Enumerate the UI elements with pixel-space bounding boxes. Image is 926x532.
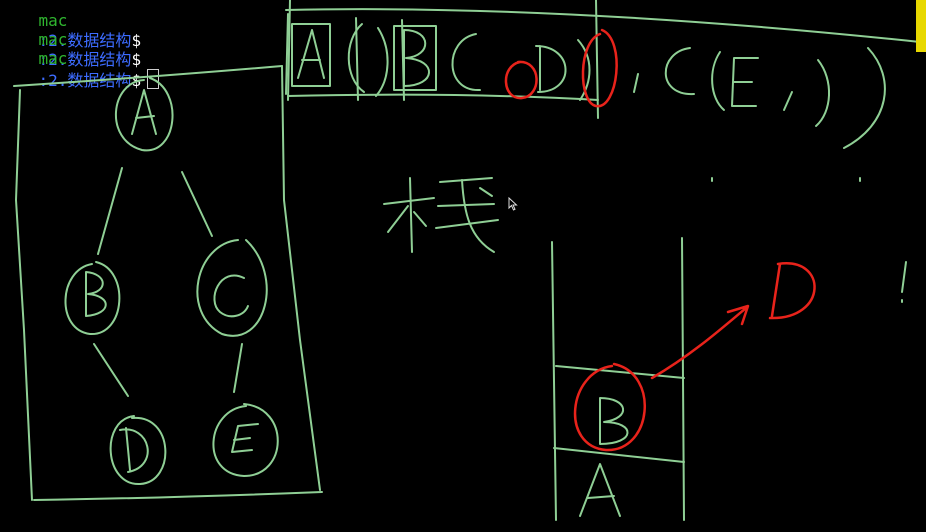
tree-node-b bbox=[64, 261, 121, 336]
tree-node-e bbox=[212, 403, 279, 477]
prompt-path: :2.数据结构 bbox=[38, 50, 132, 69]
pop-arrow-icon bbox=[650, 304, 750, 380]
tree-node-a bbox=[115, 77, 174, 152]
terminal-line: mac :2.数据结构$ bbox=[0, 0, 142, 71]
tree-node-c bbox=[196, 239, 268, 337]
tree-node-d bbox=[109, 415, 167, 486]
expression-text bbox=[291, 23, 886, 149]
comma-highlight bbox=[504, 60, 538, 100]
prompt-symbol: $ bbox=[131, 31, 142, 50]
window-edge-highlight bbox=[916, 0, 926, 52]
tree-frame bbox=[13, 65, 323, 501]
mouse-pointer-icon bbox=[508, 197, 518, 211]
prompt-host: mac bbox=[38, 49, 68, 68]
prompt-symbol: $ bbox=[131, 50, 142, 69]
prompt-host: mac bbox=[38, 30, 68, 49]
stack-container bbox=[551, 237, 685, 521]
stack-label bbox=[383, 177, 499, 253]
stray-marks bbox=[711, 177, 907, 303]
stack-item-b bbox=[599, 397, 629, 445]
prompt-host: mac bbox=[38, 11, 68, 30]
prompt-path: :2.数据结构 bbox=[38, 31, 132, 50]
popped-item-d bbox=[768, 262, 816, 320]
terminal-cursor[interactable] bbox=[147, 69, 160, 89]
paren-highlight bbox=[581, 28, 618, 108]
stack-item-a bbox=[579, 463, 621, 517]
red-annotations bbox=[504, 28, 816, 452]
tree-edges bbox=[93, 167, 243, 397]
expression-frame bbox=[285, 0, 921, 119]
stack-item-b-highlight bbox=[573, 362, 646, 452]
terminal-line: mac :2.数据结构$ bbox=[0, 10, 142, 90]
